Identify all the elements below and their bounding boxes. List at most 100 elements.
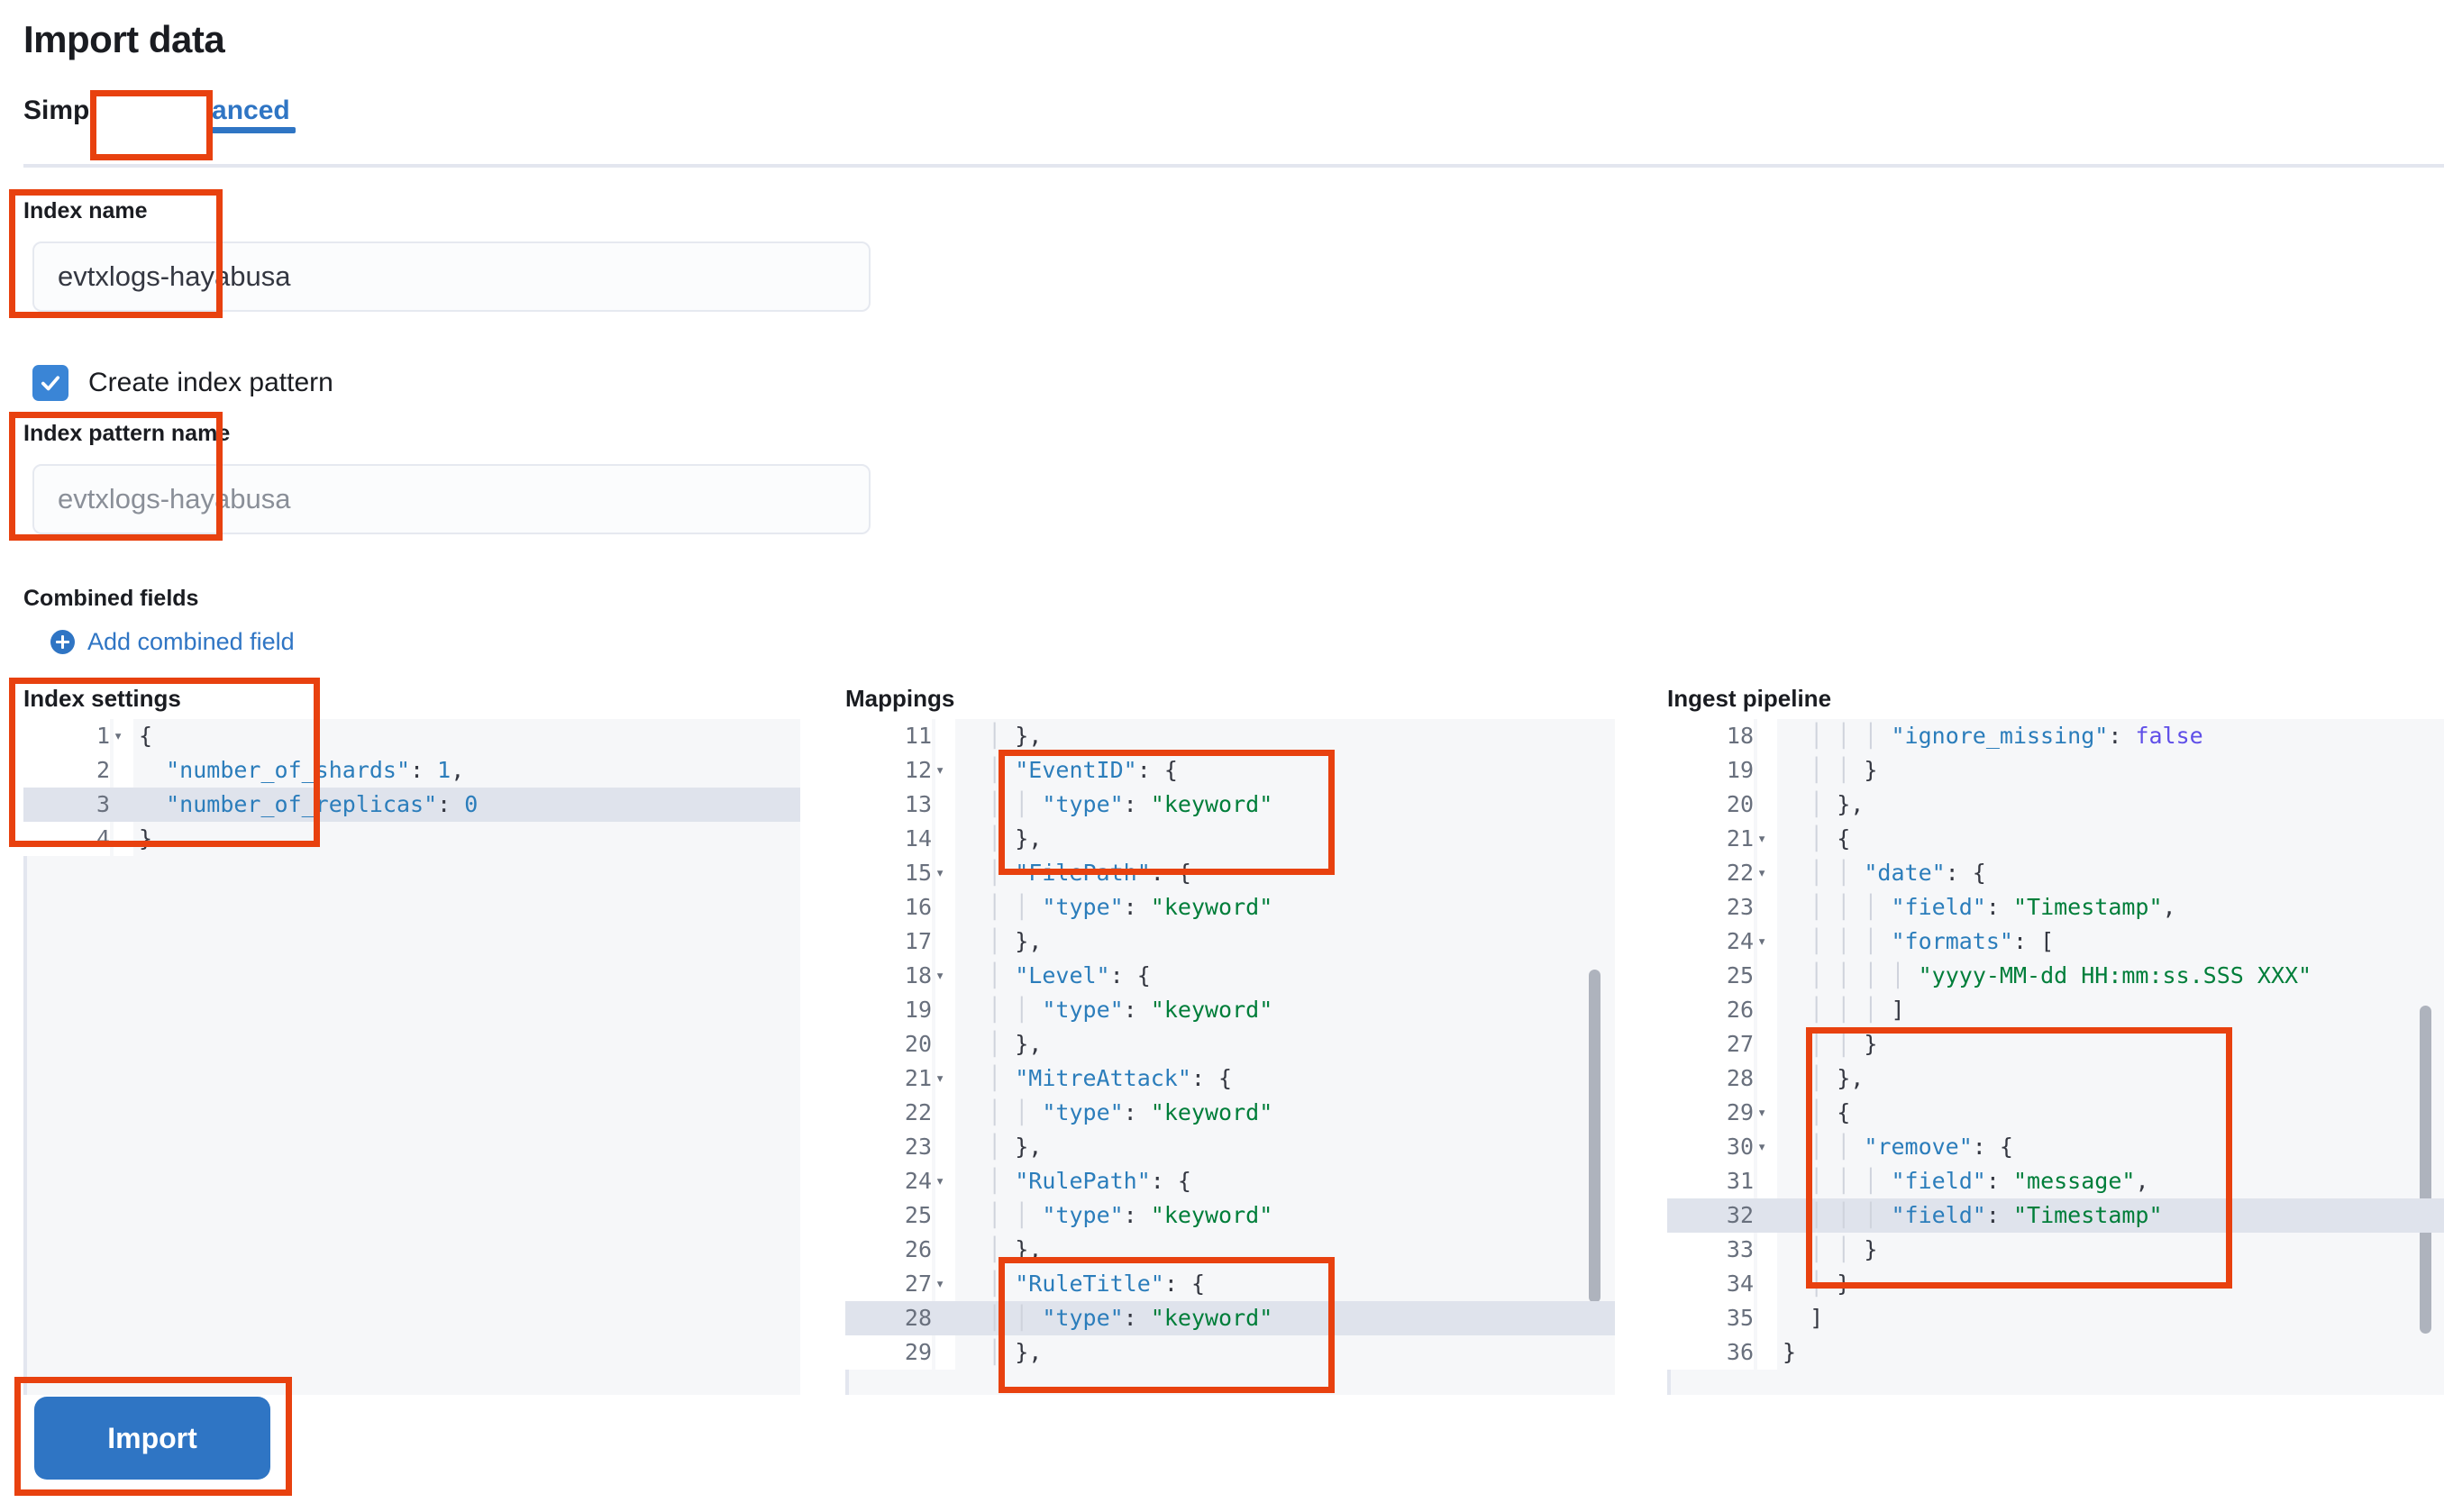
fold-arrow-icon[interactable] [935, 890, 955, 925]
code-line[interactable]: 21▾ │ { [1667, 822, 2444, 856]
fold-arrow-icon[interactable] [1757, 1198, 1777, 1233]
code-line[interactable]: 18▾ │ "Level": { [845, 959, 1615, 993]
code-line[interactable]: 1▾{ [23, 719, 800, 753]
import-button[interactable]: Import [34, 1397, 270, 1480]
fold-arrow-icon[interactable]: ▾ [1757, 1130, 1777, 1164]
code-line[interactable]: 27▾ │ "RuleTitle": { [845, 1267, 1615, 1301]
code-line[interactable]: 20 │ }, [845, 1027, 1615, 1061]
code-line[interactable]: 20 │ }, [1667, 788, 2444, 822]
code-line[interactable]: 12▾ │ "EventID": { [845, 753, 1615, 788]
fold-arrow-icon[interactable] [935, 1130, 955, 1164]
fold-arrow-icon[interactable]: ▾ [935, 959, 955, 993]
fold-arrow-icon[interactable]: ▾ [935, 1267, 955, 1301]
code-line[interactable]: 14 │ }, [845, 822, 1615, 856]
mappings-editor[interactable]: 11 │ },12▾ │ "EventID": {13 │ │ "type": … [845, 719, 1615, 1395]
code-line[interactable]: 21▾ │ "MitreAttack": { [845, 1061, 1615, 1096]
fold-arrow-icon[interactable] [935, 788, 955, 822]
code-line[interactable]: 24▾ │ "RulePath": { [845, 1164, 1615, 1198]
code-line[interactable]: 15▾ │ "FilePath": { [845, 856, 1615, 890]
fold-arrow-icon[interactable]: ▾ [1757, 925, 1777, 959]
code-line[interactable]: 4} [23, 822, 800, 856]
code-line[interactable]: 18 │ │ │ "ignore_missing": false [1667, 719, 2444, 753]
code-line[interactable]: 30▾ │ │ "remove": { [1667, 1130, 2444, 1164]
fold-arrow-icon[interactable] [935, 1096, 955, 1130]
code-text: { [139, 723, 153, 749]
code-line[interactable]: 33 │ │ } [1667, 1233, 2444, 1267]
code-line[interactable]: 32 │ │ │ "field": "Timestamp" [1667, 1198, 2444, 1233]
index-name-input[interactable]: evtxlogs-hayabusa [32, 241, 871, 312]
code-line[interactable]: 17 │ }, [845, 925, 1615, 959]
fold-arrow-icon[interactable] [935, 1233, 955, 1267]
tab-advanced[interactable]: Advanced [133, 97, 316, 148]
mappings-scrollbar[interactable] [1589, 970, 1600, 1303]
fold-arrow-icon[interactable]: ▾ [1757, 822, 1777, 856]
fold-arrow-icon[interactable] [1757, 959, 1777, 993]
index-pattern-name-input[interactable]: evtxlogs-hayabusa [32, 464, 871, 534]
code-line[interactable]: 26 │ │ │ ] [1667, 993, 2444, 1027]
fold-arrow-icon[interactable] [114, 788, 133, 822]
fold-arrow-icon[interactable]: ▾ [935, 1061, 955, 1096]
code-line[interactable]: 19 │ │ "type": "keyword" [845, 993, 1615, 1027]
ingest-pipeline-scrollbar[interactable] [2420, 1006, 2431, 1334]
code-line[interactable]: 29▾ │ { [1667, 1096, 2444, 1130]
fold-arrow-icon[interactable] [935, 925, 955, 959]
tab-simple[interactable]: Simple [23, 97, 133, 148]
fold-arrow-icon[interactable] [1757, 1164, 1777, 1198]
fold-arrow-icon[interactable]: ▾ [935, 1164, 955, 1198]
code-line[interactable]: 36} [1667, 1335, 2444, 1370]
fold-arrow-icon[interactable] [935, 719, 955, 753]
fold-arrow-icon[interactable] [1757, 1267, 1777, 1301]
code-line[interactable]: 35 ] [1667, 1301, 2444, 1335]
code-line[interactable]: 16 │ │ "type": "keyword" [845, 890, 1615, 925]
code-line[interactable]: 27 │ │ } [1667, 1027, 2444, 1061]
fold-arrow-icon[interactable]: ▾ [1757, 856, 1777, 890]
fold-arrow-icon[interactable] [114, 822, 133, 856]
code-line[interactable]: 24▾ │ │ │ "formats": [ [1667, 925, 2444, 959]
fold-arrow-icon[interactable]: ▾ [935, 856, 955, 890]
create-index-pattern-row[interactable]: Create index pattern [32, 365, 333, 401]
code-line[interactable]: 13 │ │ "type": "keyword" [845, 788, 1615, 822]
code-text: │ "EventID": { [988, 757, 1178, 783]
create-index-pattern-checkbox[interactable] [32, 365, 68, 401]
code-line[interactable]: 23 │ │ │ "field": "Timestamp", [1667, 890, 2444, 925]
fold-arrow-icon[interactable] [935, 1027, 955, 1061]
fold-arrow-icon[interactable] [1757, 993, 1777, 1027]
code-line[interactable]: 28 │ }, [1667, 1061, 2444, 1096]
code-line[interactable]: 28 │ │ "type": "keyword" [845, 1301, 1615, 1335]
code-text: │ │ } [1810, 757, 1878, 783]
code-line[interactable]: 22▾ │ │ "date": { [1667, 856, 2444, 890]
fold-arrow-icon[interactable] [935, 1198, 955, 1233]
fold-arrow-icon[interactable] [1757, 719, 1777, 753]
fold-arrow-icon[interactable]: ▾ [1757, 1096, 1777, 1130]
fold-arrow-icon[interactable]: ▾ [114, 719, 133, 753]
code-line[interactable]: 19 │ │ } [1667, 753, 2444, 788]
code-line[interactable]: 29 │ }, [845, 1335, 1615, 1370]
fold-arrow-icon[interactable] [1757, 1061, 1777, 1096]
code-line[interactable]: 22 │ │ "type": "keyword" [845, 1096, 1615, 1130]
fold-arrow-icon[interactable] [1757, 1027, 1777, 1061]
code-line[interactable]: 25 │ │ │ │ "yyyy-MM-dd HH:mm:ss.SSS XXX" [1667, 959, 2444, 993]
fold-arrow-icon[interactable]: ▾ [935, 753, 955, 788]
fold-arrow-icon[interactable] [1757, 890, 1777, 925]
code-line[interactable]: 23 │ }, [845, 1130, 1615, 1164]
fold-arrow-icon[interactable] [935, 993, 955, 1027]
fold-arrow-icon[interactable] [114, 753, 133, 788]
fold-arrow-icon[interactable] [935, 1335, 955, 1370]
code-line[interactable]: 11 │ }, [845, 719, 1615, 753]
index-settings-editor[interactable]: 1▾{2 "number_of_shards": 1,3 "number_of_… [23, 719, 800, 1395]
code-line[interactable]: 25 │ │ "type": "keyword" [845, 1198, 1615, 1233]
fold-arrow-icon[interactable] [1757, 1335, 1777, 1370]
fold-arrow-icon[interactable] [1757, 1301, 1777, 1335]
fold-arrow-icon[interactable] [1757, 1233, 1777, 1267]
code-line[interactable]: 31 │ │ │ "field": "message", [1667, 1164, 2444, 1198]
fold-arrow-icon[interactable] [935, 822, 955, 856]
fold-arrow-icon[interactable] [1757, 788, 1777, 822]
code-line[interactable]: 26 │ }, [845, 1233, 1615, 1267]
fold-arrow-icon[interactable] [935, 1301, 955, 1335]
add-combined-field-button[interactable]: Add combined field [50, 628, 295, 656]
code-line[interactable]: 34 │ } [1667, 1267, 2444, 1301]
fold-arrow-icon[interactable] [1757, 753, 1777, 788]
code-line[interactable]: 2 "number_of_shards": 1, [23, 753, 800, 788]
code-line[interactable]: 3 "number_of_replicas": 0 [23, 788, 800, 822]
